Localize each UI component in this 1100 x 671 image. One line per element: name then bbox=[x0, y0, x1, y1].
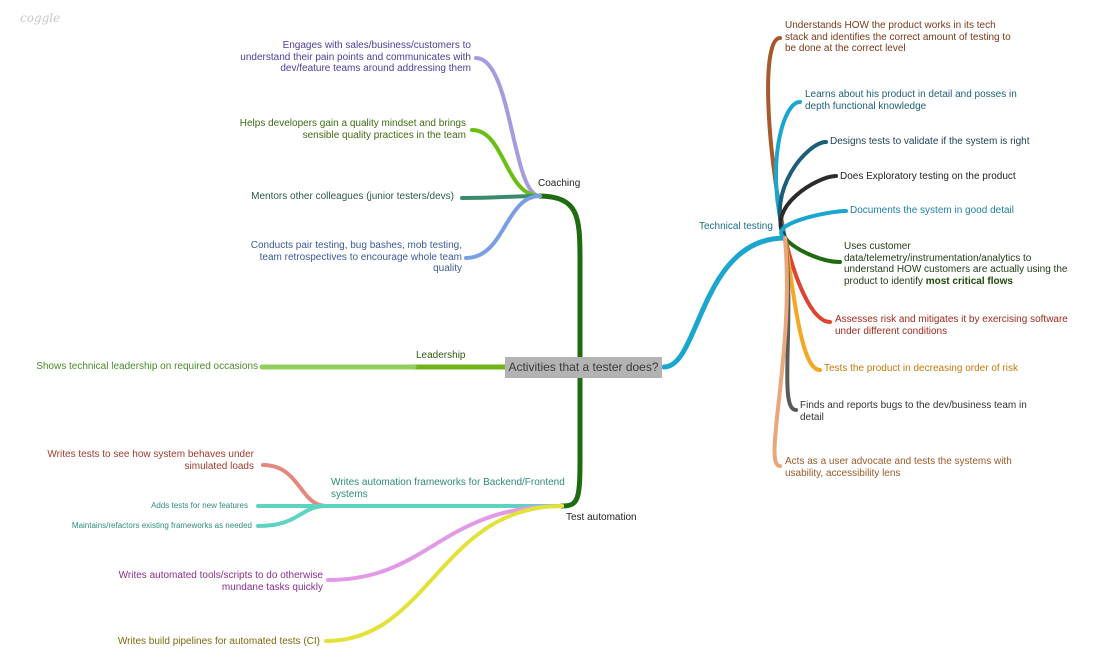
node-tech-finds-bugs[interactable]: Finds and reports bugs to the dev/busine… bbox=[800, 400, 1027, 423]
node-text-line: Writes automated tools/scripts to do oth… bbox=[118, 570, 323, 581]
link-coaching bbox=[537, 193, 583, 360]
node-text-line: quality bbox=[433, 263, 462, 274]
root-node[interactable]: Activities that a tester does? bbox=[505, 357, 662, 378]
node-text-line: mundane tasks quickly bbox=[221, 581, 323, 593]
link-coaching-pair bbox=[464, 194, 542, 260]
node-text-line: Finds and reports bugs to the dev/busine… bbox=[800, 400, 1027, 411]
node-text-line: stack and identifies the correct amount … bbox=[785, 31, 1011, 43]
link-automation-tools bbox=[326, 504, 564, 582]
node-tech-risk[interactable]: Assesses risk and mitigates it by exerci… bbox=[835, 314, 1068, 337]
node-text-line: Shows technical leadership on required o… bbox=[36, 361, 258, 372]
node-text-line: understand their pain points and communi… bbox=[240, 51, 471, 63]
node-text-line: Acts as a user advocate and tests the sy… bbox=[785, 456, 1012, 467]
node-text-line: Tests the product in decreasing order of… bbox=[824, 363, 1018, 374]
node-text-line: Writes automation frameworks for Backend… bbox=[331, 477, 565, 488]
link-tech-item-9 bbox=[772, 236, 789, 468]
branch-leadership-label[interactable]: Leadership bbox=[416, 350, 466, 361]
link-automation-load bbox=[261, 463, 328, 508]
node-tech-customer-data[interactable]: Uses customer data/telemetry/instrumenta… bbox=[844, 241, 1067, 287]
node-tech-exploratory[interactable]: Does Exploratory testing on the product bbox=[840, 171, 1016, 183]
node-tech-decreasing-risk[interactable]: Tests the product in decreasing order of… bbox=[824, 363, 1018, 375]
node-coaching-pair-testing[interactable]: Conducts pair testing, bug bashes, mob t… bbox=[251, 240, 462, 275]
node-coaching-quality-mindset[interactable]: Helps developers gain a quality mindset … bbox=[240, 118, 466, 141]
node-text-line: dev/feature teams around addressing them bbox=[280, 63, 471, 74]
node-tech-understands-stack[interactable]: Understands HOW the product works in its… bbox=[785, 20, 1011, 55]
node-text-line: Uses customer bbox=[844, 241, 911, 252]
node-tech-designs-tests[interactable]: Designs tests to validate if the system … bbox=[830, 136, 1030, 148]
node-automation-ci[interactable]: Writes build pipelines for automated tes… bbox=[118, 636, 320, 648]
link-tech-item-5 bbox=[783, 236, 842, 264]
node-text-line: Learns about his product in detail and p… bbox=[805, 89, 1017, 100]
coggle-logo: coggle bbox=[20, 11, 61, 25]
node-text-line: team retrospectives to encourage whole t… bbox=[259, 251, 462, 263]
node-tech-documents[interactable]: Documents the system in good detail bbox=[850, 205, 1014, 217]
branch-test-automation-label[interactable]: Test automation bbox=[566, 512, 637, 523]
node-text-line: Adds tests for new features bbox=[151, 501, 248, 510]
branch-technical-testing-label[interactable]: Technical testing bbox=[699, 221, 773, 232]
node-text-line: product to identify bbox=[844, 275, 923, 287]
branch-coaching-label[interactable]: Coaching bbox=[538, 178, 581, 189]
link-coaching-sales bbox=[474, 56, 542, 198]
link-tech-item-3 bbox=[778, 174, 838, 240]
node-automation-load-tests[interactable]: Writes tests to see how system behaves u… bbox=[47, 449, 254, 472]
node-text-line: depth functional knowledge bbox=[805, 100, 927, 112]
node-text-line: Writes build pipelines for automated tes… bbox=[117, 636, 320, 647]
node-text-line: data/telemetry/instrumentation/analytics… bbox=[844, 252, 1032, 264]
link-automation-maintain bbox=[256, 504, 328, 528]
node-text-line: Understands HOW the product works in its… bbox=[785, 20, 996, 31]
node-text-line: Designs tests to validate if the system … bbox=[830, 136, 1030, 147]
node-automation-new-features[interactable]: Adds tests for new features bbox=[151, 501, 248, 511]
node-text-line: sensible quality practices in the team bbox=[302, 129, 466, 141]
node-text-line: Maintains/refactors existing frameworks … bbox=[71, 521, 252, 530]
node-automation-frameworks[interactable]: Writes automation frameworks for Backend… bbox=[331, 477, 565, 500]
node-coaching-sales[interactable]: Engages with sales/business/customers to… bbox=[240, 40, 471, 75]
node-text-line: Assesses risk and mitigates it by exerci… bbox=[835, 314, 1068, 325]
node-automation-maintain[interactable]: Maintains/refactors existing frameworks … bbox=[72, 521, 252, 531]
node-tech-learns-product[interactable]: Learns about his product in detail and p… bbox=[805, 89, 1017, 112]
node-text-line: systems bbox=[331, 488, 368, 500]
node-text-line-with-emphasis: product to identify most critical flows bbox=[844, 276, 1067, 288]
node-text-line: Does Exploratory testing on the product bbox=[840, 171, 1016, 182]
node-text-line: detail bbox=[800, 411, 824, 423]
node-text-line: be done at the correct level bbox=[785, 43, 906, 54]
link-automation-ci bbox=[324, 504, 564, 643]
node-text-line: Engages with sales/business/customers to bbox=[282, 40, 471, 51]
link-tech-item-4 bbox=[779, 209, 848, 240]
node-tech-user-advocate[interactable]: Acts as a user advocate and tests the sy… bbox=[785, 456, 1012, 479]
node-text-line: under different conditions bbox=[835, 325, 948, 337]
node-text-line: Documents the system in good detail bbox=[850, 205, 1014, 216]
link-coaching-mindset bbox=[470, 128, 542, 198]
node-leadership-technical[interactable]: Shows technical leadership on required o… bbox=[36, 361, 258, 373]
link-test-automation bbox=[559, 375, 583, 509]
node-text-line: Mentors other colleagues (junior testers… bbox=[251, 191, 454, 202]
node-text-line: Helps developers gain a quality mindset … bbox=[239, 118, 466, 129]
node-text-line: usability, accessibility lens bbox=[785, 467, 901, 479]
node-text-line: Conducts pair testing, bug bashes, mob t… bbox=[250, 240, 462, 251]
node-automation-tools[interactable]: Writes automated tools/scripts to do oth… bbox=[119, 570, 323, 593]
emphasis-text: most critical flows bbox=[925, 275, 1013, 287]
node-text-line: Writes tests to see how system behaves u… bbox=[47, 449, 254, 460]
node-text-line: simulated loads bbox=[184, 460, 254, 472]
node-coaching-mentors[interactable]: Mentors other colleagues (junior testers… bbox=[251, 191, 454, 203]
node-text-line: understand HOW customers are actually us… bbox=[844, 264, 1068, 275]
link-technical-testing bbox=[661, 235, 788, 370]
